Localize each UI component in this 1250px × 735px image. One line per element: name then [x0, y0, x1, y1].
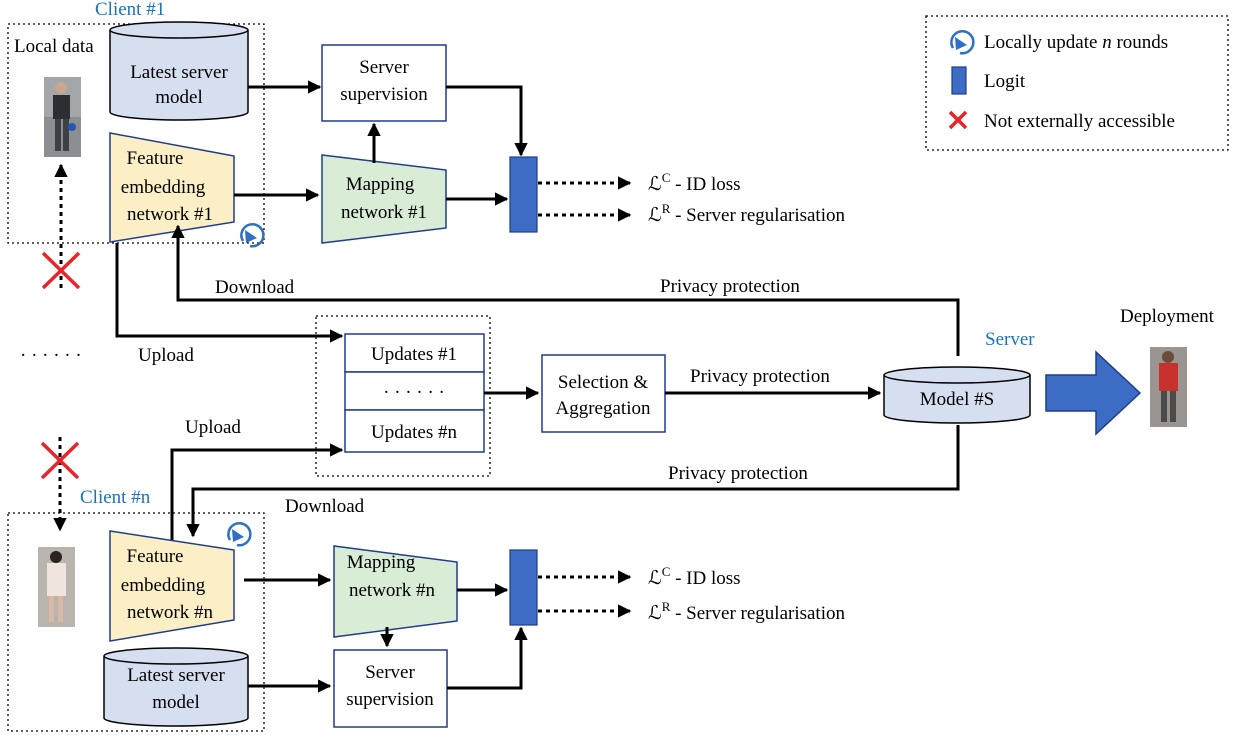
svg-text:Mapping: Mapping [347, 552, 416, 573]
arrow-supervision-to-logit-1 [446, 85, 528, 157]
upload-label-bottom: Upload [185, 417, 241, 438]
svg-text:network #n: network #n [127, 602, 214, 623]
person-image-1 [44, 77, 81, 157]
feature-embedding-network-n: Feature embedding network #n [109, 530, 235, 642]
server-model-label: Model #S [920, 389, 994, 410]
person-image-deployment [1150, 347, 1187, 427]
mapping-network-1: Mapping network #1 [321, 154, 447, 244]
svg-text:model: model [155, 87, 203, 108]
svg-text:Feature: Feature [127, 546, 184, 567]
updates-n-label: Updates #n [371, 422, 458, 443]
updates-stack: Updates #1 · · · · · · Updates #n [315, 315, 491, 477]
latest-server-model-n: Latest server model [103, 647, 249, 727]
aggregation-line2: Aggregation [556, 398, 651, 419]
arrow-download-to-client-1 [171, 224, 960, 356]
svg-text:embedding: embedding [121, 575, 206, 596]
local-update-icon-client-1 [240, 223, 265, 248]
logit-n [509, 549, 538, 626]
logit-1 [509, 156, 538, 233]
server-regularisation-label-n: ℒR - Server regularisation [648, 599, 845, 624]
server-supervision-1-line2: supervision [340, 84, 428, 105]
svg-text:model: model [152, 692, 200, 713]
download-label-top: Download [215, 277, 295, 298]
updates-n-box [344, 409, 485, 453]
client-n-title: Client #n [80, 487, 151, 508]
id-loss-label-1: ℒC - ID loss [648, 170, 741, 195]
client-n-frame [7, 512, 265, 732]
server-supervision-1 [321, 44, 447, 122]
updates-1-label: Updates #1 [371, 344, 457, 365]
server-supervision-n-line1: Server [365, 662, 415, 683]
aggregation-line1: Selection & [558, 372, 648, 393]
cross-icon-client-n [40, 441, 80, 480]
client-1-frame [7, 23, 265, 244]
server-model-cylinder [883, 366, 1031, 424]
server-title: Server [985, 329, 1035, 350]
client-1-title: Client #1 [95, 0, 165, 20]
upload-label-top: Upload [138, 345, 194, 366]
deployment-label: Deployment [1120, 306, 1215, 327]
privacy-label-top: Privacy protection [660, 276, 800, 297]
client-1: Client #1 Local data Latest server model… [7, 0, 845, 290]
legend: Locally update n rounds Logit Not extern… [925, 15, 1229, 151]
clients-ellipsis: · · · · · · [20, 345, 82, 366]
client-n: Client #n Feature embedding network #n [7, 437, 845, 732]
feature-embedding-network-1: Feature embedding network #1 [109, 132, 235, 243]
server-supervision-n-line2: supervision [346, 689, 434, 710]
cross-icon [948, 110, 968, 130]
svg-text:Feature: Feature [127, 148, 184, 169]
privacy-label-mid: Privacy protection [690, 366, 830, 387]
arrow-upload-from-client-n [170, 443, 344, 543]
server-supervision-n [333, 649, 448, 728]
person-image-n [38, 547, 75, 627]
updates-ellipsis-label: · · · · · · [383, 382, 445, 403]
download-label-bottom: Download [285, 496, 365, 517]
legend-not-accessible-label: Not externally accessible [984, 111, 1175, 132]
svg-text:Latest server: Latest server [127, 665, 225, 686]
server-supervision-1-line1: Server [359, 57, 409, 78]
cross-icon-client-1 [41, 251, 81, 290]
local-data-label: Local data [14, 36, 94, 57]
updates-frame [315, 315, 491, 477]
svg-text:Mapping: Mapping [346, 174, 415, 195]
server-regularisation-label-1: ℒR - Server regularisation [648, 201, 845, 226]
legend-frame [925, 15, 1229, 151]
local-update-icon-client-n [227, 522, 252, 547]
legend-logit-icon [951, 66, 967, 95]
latest-server-model-1: Latest server model [109, 21, 249, 121]
svg-text:embedding: embedding [121, 177, 206, 198]
legend-logit-label: Logit [984, 71, 1026, 92]
svg-text:network #1: network #1 [341, 202, 427, 223]
svg-text:network #1: network #1 [127, 204, 213, 225]
arrow-upload-from-client-1 [115, 243, 344, 343]
svg-text:network #n: network #n [349, 580, 436, 601]
local-update-icon [950, 30, 975, 55]
arrow-download-to-client-n [186, 425, 960, 538]
arrow-supervision-to-logit-n [447, 626, 528, 690]
updates-ellipsis-box [344, 371, 485, 411]
selection-aggregation-box [541, 354, 666, 433]
svg-text:Latest server: Latest server [130, 62, 228, 83]
legend-update-text: Locally update n rounds [984, 32, 1168, 53]
deployment-arrow [1045, 350, 1142, 436]
mapping-network-n: Mapping network #n [333, 545, 458, 638]
id-loss-label-n: ℒC - ID loss [648, 564, 741, 589]
privacy-label-bottom: Privacy protection [668, 463, 808, 484]
